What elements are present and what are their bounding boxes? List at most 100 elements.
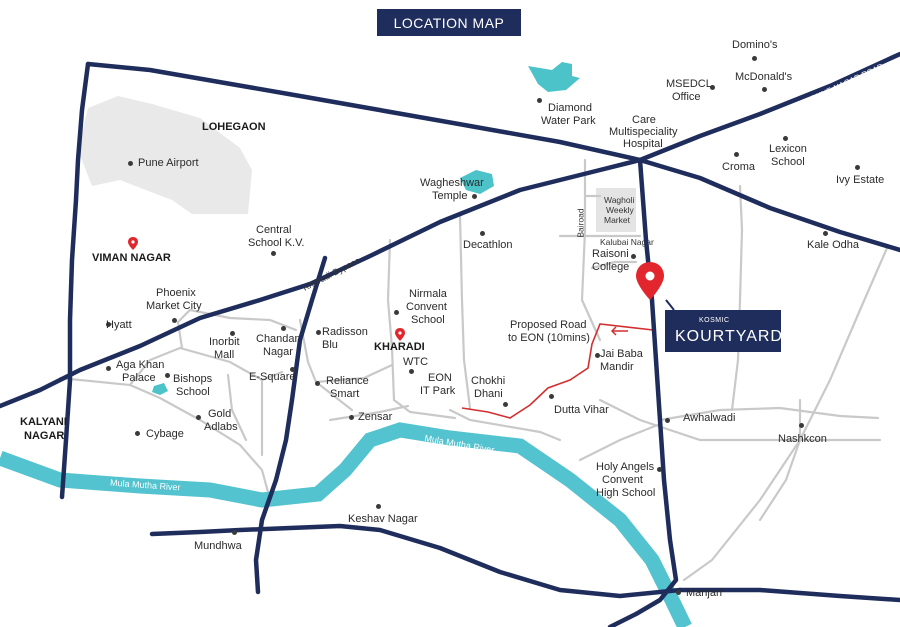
label-hyatt: Hyatt (106, 319, 132, 331)
airport-area (78, 96, 252, 214)
dot-awhalwadi (665, 418, 670, 423)
diamond-water-park-lake (528, 62, 580, 92)
label-gold-1: Gold (208, 408, 232, 420)
dot-central-school (271, 251, 276, 256)
label-radisson-1: Radisson (322, 326, 368, 338)
dot-nashkcon (799, 423, 804, 428)
label-wagholi-2: Weekly (606, 205, 634, 215)
dot-aga-khan (106, 366, 111, 371)
area-kharadi: KHARADI (374, 341, 425, 353)
label-eon-2: IT Park (420, 385, 456, 397)
label-reliance-1: Reliance (326, 375, 369, 387)
label-ivy: Ivy Estate (836, 174, 885, 186)
label-gold-2: Adlabs (204, 421, 238, 433)
dot-lexicon (783, 136, 788, 141)
mula-mutha-river (0, 422, 692, 627)
dot-hyatt (106, 322, 111, 327)
dot-cybage (135, 431, 140, 436)
label-central-2: School K.V. (248, 237, 305, 249)
dot-pune-airport (128, 161, 133, 166)
label-awhalwadi: Awhalwadi (683, 412, 736, 424)
label-keshav: Keshav Nagar (348, 513, 418, 525)
dot-gold-adlabs (196, 415, 201, 420)
viman-nagar-pin-icon (128, 237, 138, 250)
dot-nirmala (394, 310, 399, 315)
area-lohegaon: LOHEGAON (202, 121, 266, 133)
label-wtc: WTC (403, 356, 429, 368)
label-holy-2: Convent (602, 474, 643, 486)
area-kalyani-nagar-1: KALYANI (20, 416, 67, 428)
label-diamond-1: Diamond (548, 102, 593, 114)
dot-msedcl (710, 85, 715, 90)
label-wagholi-3: Market (604, 215, 630, 225)
road-bairoad: Bairoad (575, 208, 586, 238)
dot-zensar (349, 415, 354, 420)
dot-mcdonalds (762, 87, 767, 92)
main-roads (0, 51, 900, 627)
project-brand: KOSMIC (699, 317, 730, 324)
dot-dominos (752, 56, 757, 61)
project-label-box: KOSMIC KOURTYARD (665, 310, 782, 352)
dot-phoenix (172, 318, 177, 323)
kharadi-pin-icon (395, 328, 405, 341)
label-mundhwa: Mundhwa (194, 540, 242, 552)
proposed-road-arrow (610, 326, 628, 336)
dot-kale-odha (823, 231, 828, 236)
dot-reliance (315, 381, 320, 386)
label-nashkcon: Nashkcon (778, 433, 827, 445)
label-wagholi-1: Wagholi (604, 195, 635, 205)
label-bishops-1: Bishops (173, 373, 213, 385)
label-manjari: Manjari (686, 587, 723, 599)
label-phoenix-2: Market City (146, 300, 202, 312)
dot-dutta (549, 394, 554, 399)
dot-inorbit (230, 331, 235, 336)
label-agakhan-2: Palace (122, 372, 156, 384)
road-kalubai: Kalubai Nagar (600, 237, 654, 247)
label-holy-1: Holy Angels (596, 461, 655, 473)
dot-radisson (316, 330, 321, 335)
label-pune-airport: Pune Airport (138, 157, 199, 169)
road-proposed-2: to EON (10mins) (508, 332, 590, 344)
label-chokhi-1: Chokhi (471, 375, 506, 387)
label-msedcl-2: Office (672, 91, 701, 103)
road-proposed-1: Proposed Road (510, 319, 587, 331)
label-chandan-1: Chandan (256, 333, 301, 345)
label-mcdonalds: McDonald's (735, 71, 793, 83)
label-inorbit-1: Inorbit (209, 336, 240, 348)
label-jaibaba-2: Mandir (600, 361, 634, 373)
label-lexicon-2: School (771, 156, 805, 168)
minor-roads (58, 158, 889, 582)
label-care-1: Care (632, 114, 656, 126)
dot-esquare (290, 367, 295, 372)
label-decathlon: Decathlon (463, 239, 513, 251)
label-nirmala-2: Convent (406, 301, 447, 313)
label-reliance-2: Smart (330, 388, 360, 400)
label-dominos: Domino's (732, 39, 778, 51)
label-holy-3: High School (596, 487, 656, 499)
label-raisoni-2: College (592, 261, 630, 273)
map-pin-icon (636, 262, 664, 300)
label-zensar: Zensar (358, 411, 393, 423)
label-cybage: Cybage (146, 428, 184, 440)
label-croma: Croma (722, 161, 756, 173)
dot-decathlon (480, 231, 485, 236)
map-title: LOCATION MAP (377, 9, 521, 36)
label-nirmala-1: Nirmala (409, 288, 447, 300)
wagheshwar-lake (460, 170, 494, 194)
label-dutta: Dutta Vihar (554, 404, 609, 416)
dot-chokhi (503, 402, 508, 407)
label-agakhan-1: Aga Khan (116, 359, 165, 371)
dot-ivy (855, 165, 860, 170)
proposed-road (461, 323, 654, 419)
label-lexicon-1: Lexicon (769, 143, 807, 155)
dot-chandan (281, 326, 286, 331)
dot-wagheshwar (472, 194, 477, 199)
dot-raisoni (631, 254, 636, 259)
dot-croma (734, 152, 739, 157)
label-central-1: Central (256, 224, 292, 236)
label-radisson-2: Blu (322, 339, 338, 351)
label-phoenix-1: Phoenix (156, 287, 196, 299)
label-kale-odha: Kale Odha (807, 239, 859, 251)
label-care-2: Multispeciality (609, 126, 678, 138)
dot-manjari (676, 590, 681, 595)
